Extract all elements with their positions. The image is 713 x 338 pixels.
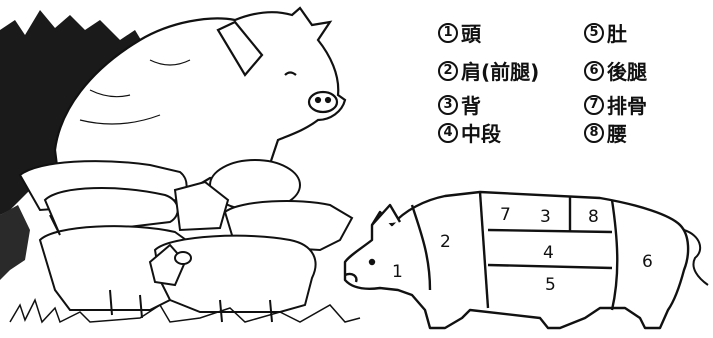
legend-item-4: 4 中段 bbox=[438, 118, 501, 147]
legend-number-3: 3 bbox=[438, 94, 458, 115]
legend-label-3: 背 bbox=[461, 94, 481, 118]
legend-label-8: 腰 bbox=[607, 122, 627, 146]
grass bbox=[9, 298, 361, 324]
legend-item-3: 3 背 bbox=[438, 90, 481, 119]
legend-item-6: 6 後腿 bbox=[584, 56, 647, 85]
piglets bbox=[18, 159, 354, 323]
legend-number-4: 4 bbox=[438, 122, 458, 143]
legend-number-5: 5 bbox=[584, 22, 604, 43]
legend-label-1: 頭 bbox=[461, 22, 481, 46]
cuts-legend: 1 頭 2 肩(前腿) 3 背 4 中段 5 肚 6 後腿 7 排骨 8 腰 bbox=[438, 18, 708, 148]
legend-item-2: 2 肩(前腿) bbox=[438, 56, 539, 85]
legend-number-7: 7 bbox=[584, 94, 604, 115]
legend-label-6: 後腿 bbox=[607, 60, 647, 84]
pig-outline bbox=[343, 190, 690, 330]
sow bbox=[53, 6, 347, 192]
cut-label-2: 2 bbox=[440, 232, 451, 252]
legend-number-2: 2 bbox=[438, 60, 458, 81]
legend-label-4: 中段 bbox=[461, 122, 501, 146]
legend-item-1: 1 頭 bbox=[438, 18, 481, 47]
cut-label-5: 5 bbox=[545, 275, 556, 295]
legend-item-8: 8 腰 bbox=[584, 118, 627, 147]
cut-label-1: 1 bbox=[392, 262, 403, 282]
legend-number-8: 8 bbox=[584, 122, 604, 143]
pork-cuts-diagram bbox=[343, 190, 709, 330]
legend-number-6: 6 bbox=[584, 60, 604, 81]
legend-item-7: 7 排骨 bbox=[584, 90, 647, 119]
cut-label-6: 6 bbox=[642, 252, 653, 272]
cut-label-3: 3 bbox=[540, 207, 551, 227]
legend-number-1: 1 bbox=[438, 22, 458, 43]
cut-label-4: 4 bbox=[543, 243, 554, 263]
cut-label-8: 8 bbox=[588, 207, 599, 227]
legend-label-7: 排骨 bbox=[607, 94, 647, 118]
cut-label-7: 7 bbox=[500, 205, 511, 225]
legend-item-5: 5 肚 bbox=[584, 18, 627, 47]
legend-label-5: 肚 bbox=[607, 22, 627, 46]
legend-label-2: 肩(前腿) bbox=[461, 60, 540, 84]
